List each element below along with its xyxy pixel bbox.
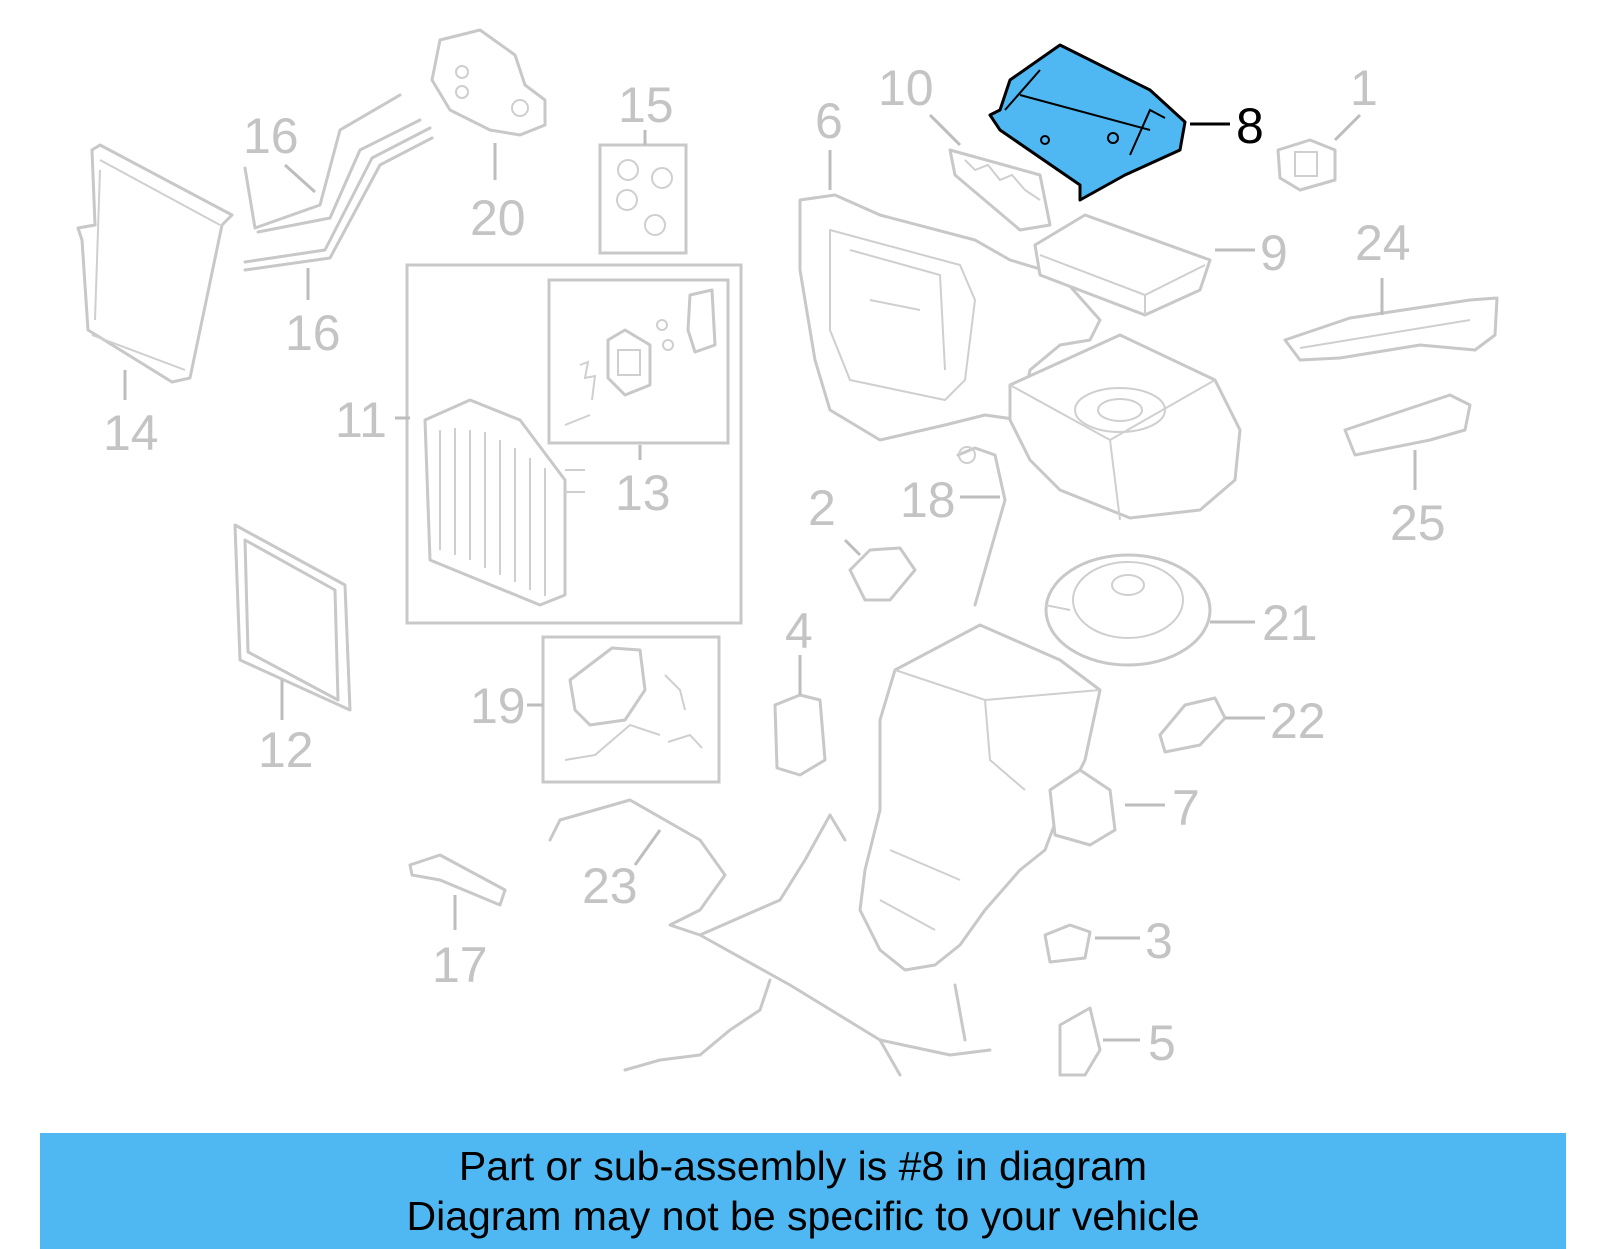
part-13-expansion-valve[interactable]: [547, 278, 730, 445]
callout-4: 4: [785, 603, 813, 659]
callout-24: 24: [1355, 215, 1411, 271]
callout-1: 1: [1350, 60, 1378, 116]
callout-10: 10: [878, 60, 934, 116]
callout-25: 25: [1390, 495, 1446, 551]
callout-16-upper: 16: [243, 108, 299, 164]
callout-8-highlighted: 8: [1236, 98, 1264, 154]
part-1-sensor[interactable]: [1276, 138, 1337, 192]
part-12-gasket[interactable]: [233, 523, 352, 712]
banner-line-1: Part or sub-assembly is #8 in diagram: [458, 1143, 1148, 1189]
part-24-duct[interactable]: [1283, 296, 1499, 362]
part-16-heater-hoses[interactable]: [243, 93, 434, 272]
callout-21: 21: [1262, 595, 1318, 651]
part-21-blower-motor[interactable]: [1044, 553, 1212, 667]
part-4-actuator[interactable]: [773, 693, 827, 777]
part-6-hvac-housing[interactable]: [798, 193, 1242, 521]
part-3-actuator[interactable]: [1043, 923, 1092, 964]
callout-11: 11: [335, 392, 387, 448]
callout-14: 14: [103, 405, 159, 461]
banner-line-2: Diagram may not be specific to your vehi…: [406, 1193, 1200, 1239]
part-15-seal-kit[interactable]: [598, 143, 688, 255]
callout-3: 3: [1145, 913, 1173, 969]
callout-labels: 1 2 3 4 5 6 7 8 9 10 11 12 13 14 15 16 1…: [103, 60, 1446, 1071]
part-11-evaporator[interactable]: [405, 263, 743, 625]
part-17-bracket[interactable]: [408, 853, 507, 907]
part-20-gasket-plate[interactable]: [430, 28, 547, 137]
callout-5: 5: [1148, 1015, 1176, 1071]
part-23-wiring-harness[interactable]: [548, 798, 992, 1077]
part-8-highlighted-cover[interactable]: [988, 43, 1187, 202]
callout-6: 6: [815, 93, 843, 149]
callout-15: 15: [618, 77, 674, 133]
part-9-cabin-filter[interactable]: [1033, 213, 1212, 317]
part-19-actuator-kit[interactable]: [541, 635, 721, 784]
callout-23: 23: [582, 858, 638, 914]
callout-19: 19: [470, 678, 526, 734]
callout-13: 13: [615, 465, 671, 521]
callout-18: 18: [900, 472, 956, 528]
callout-20: 20: [470, 190, 526, 246]
part-18-sensor[interactable]: [956, 446, 1007, 607]
callout-9: 9: [1260, 225, 1288, 281]
part-22-actuator[interactable]: [1158, 696, 1227, 754]
callout-2: 2: [808, 480, 836, 536]
info-banner: Part or sub-assembly is #8 in diagram Di…: [40, 1133, 1566, 1249]
callout-22: 22: [1270, 693, 1326, 749]
part-25-duct[interactable]: [1343, 393, 1472, 457]
callout-7: 7: [1172, 780, 1200, 836]
callout-12: 12: [258, 722, 314, 778]
part-7-lower-housing[interactable]: [858, 623, 1117, 972]
part-2-sensor[interactable]: [848, 546, 917, 602]
callout-17: 17: [432, 937, 488, 993]
part-10-gasket[interactable]: [948, 148, 1052, 232]
part-14-heater-core[interactable]: [76, 143, 234, 384]
callout-16-lower: 16: [285, 305, 341, 361]
leader-lines: [123, 113, 1417, 1042]
part-5-bracket[interactable]: [1058, 1006, 1102, 1077]
